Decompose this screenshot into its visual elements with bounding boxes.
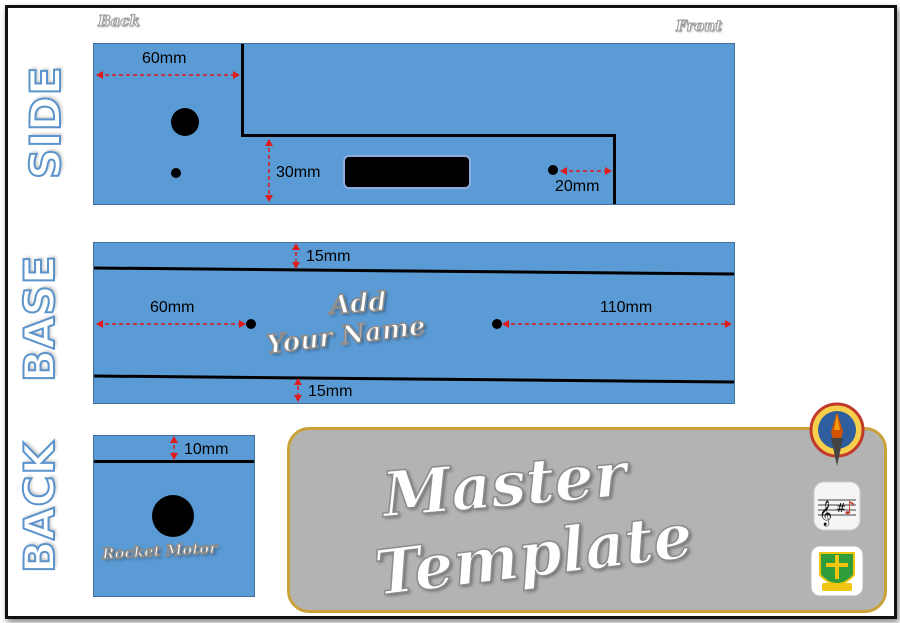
rocket-badge-icon <box>809 402 865 466</box>
dim-side-back-edge: 60mm <box>142 50 187 67</box>
side-small-hole-back <box>171 168 181 178</box>
base-hole-left <box>246 319 256 329</box>
rocket-motor-label: Rocket Motor <box>101 538 218 564</box>
back-dimension-arrow <box>170 436 178 460</box>
dim-back-top-line: 10mm <box>184 441 229 458</box>
dim-base-right-hole: 110mm <box>600 299 653 316</box>
svg-text:#: # <box>836 501 846 515</box>
back-section-label: BACK <box>14 440 65 574</box>
svg-text:𝄞: 𝄞 <box>819 500 832 526</box>
dim-base-top-line: 15mm <box>306 248 351 265</box>
side-cut-line-horizontal <box>241 134 616 137</box>
dim-base-left-hole: 60mm <box>150 299 195 316</box>
side-section-label: SIDE <box>20 65 71 180</box>
dim-base-bottom-line: 15mm <box>308 383 353 400</box>
side-slot <box>343 155 471 189</box>
side-small-hole-front <box>548 165 558 175</box>
base-section-label: BASE <box>14 254 65 383</box>
side-cut-line-vertical-back <box>241 44 244 136</box>
side-panel: 60mm 30mm 20mm <box>93 43 735 205</box>
side-large-hole <box>171 108 199 136</box>
dim-side-step-height: 30mm <box>276 164 321 181</box>
rocket-motor-hole <box>152 495 194 537</box>
back-corner-label: Back <box>98 12 141 31</box>
base-hole-right <box>492 319 502 329</box>
music-notes-icon: 𝄞 # ♪ <box>813 481 861 531</box>
base-fold-lines-and-arrows <box>94 243 734 402</box>
dim-side-front-hole: 20mm <box>555 178 600 195</box>
svg-text:♪: ♪ <box>844 498 856 519</box>
back-fold-line <box>94 460 254 463</box>
master-template-box: Master Template <box>287 427 887 613</box>
side-cut-line-vertical-front <box>613 134 616 204</box>
back-panel: 10mm Rocket Motor <box>93 435 255 597</box>
side-dimension-arrows <box>96 71 612 202</box>
base-panel: 15mm 60mm 110mm 15mm Add Your Name <box>93 242 735 404</box>
front-corner-label: Front <box>675 17 723 36</box>
school-crest-icon <box>810 545 864 597</box>
